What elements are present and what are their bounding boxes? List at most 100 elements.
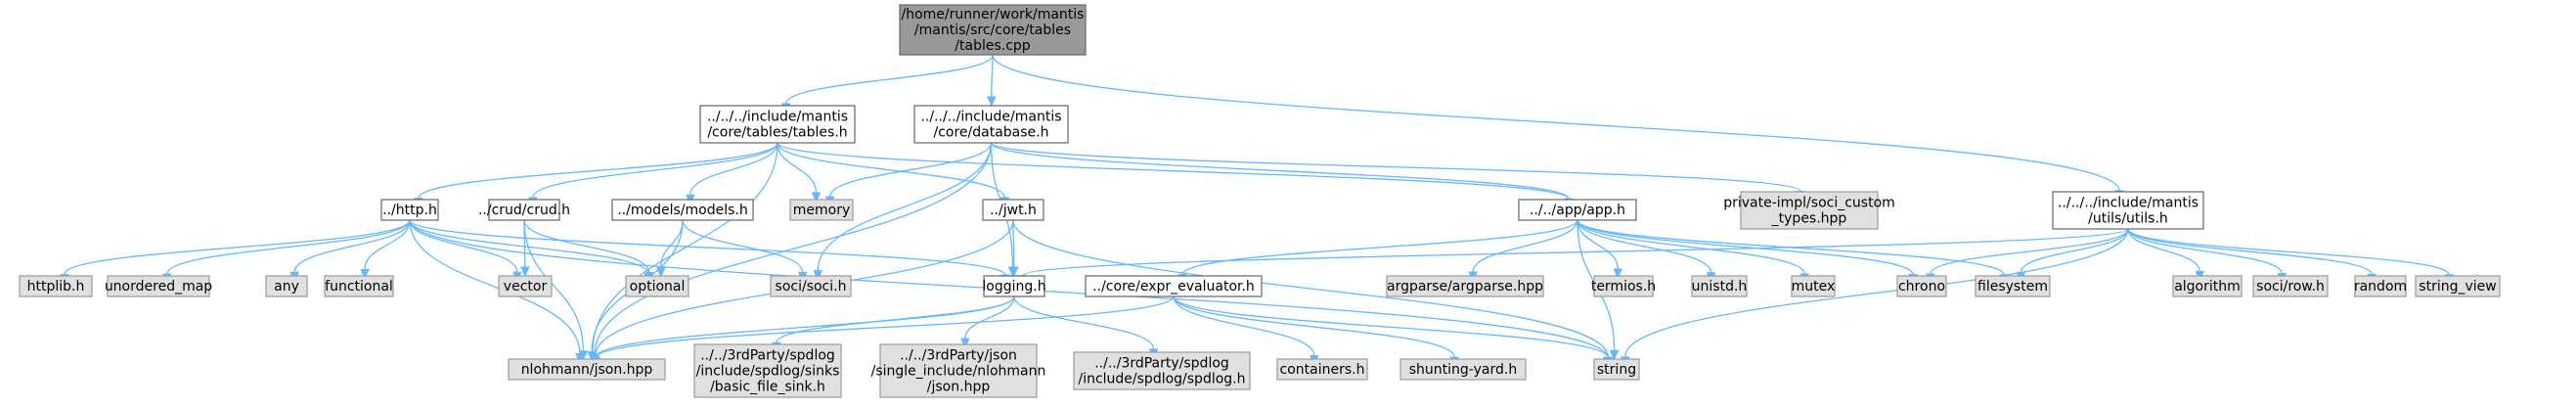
edge-line — [1173, 295, 1609, 358]
node-label: ../http.h — [382, 203, 437, 218]
node-box — [982, 199, 1044, 221]
node-label: logging.h — [982, 279, 1045, 295]
node-models-h[interactable]: ../models/models.h — [611, 199, 754, 221]
node-box — [1399, 358, 1527, 381]
node-http-h[interactable]: ../http.h — [380, 199, 439, 221]
edge-line — [777, 142, 1005, 199]
edge-arrowhead — [960, 338, 970, 349]
edge-line — [1577, 219, 1805, 275]
node-crud-h[interactable]: ../crud/crud.h — [478, 199, 570, 221]
node-label: vector — [504, 279, 548, 295]
node-box — [899, 4, 1087, 56]
edge-line — [1181, 219, 1578, 276]
edge-line — [1577, 219, 1914, 275]
node-vector: vector — [498, 275, 553, 297]
edge-logging_h-to-spdlog_sink — [772, 295, 1015, 353]
node-logging-h[interactable]: logging.h — [982, 275, 1046, 297]
node-label: /core/tables/tables.h — [707, 124, 847, 140]
node-label: ../../3rdParty/spdlog — [1094, 355, 1229, 371]
edge-http_h-to-httplib_h — [60, 219, 411, 285]
edge-arrowhead — [1009, 266, 1019, 278]
node-spdlog-sink: ../../3rdParty/spdlog/include/spdlog/sin… — [693, 343, 842, 398]
node-expr-eval-h[interactable]: ../core/expr_evaluator.h — [1085, 275, 1263, 297]
node-box — [508, 358, 666, 381]
node-nlohmann-json: nlohmann/json.hpp — [508, 358, 666, 381]
edge-database_h-to-soci_custom — [990, 142, 1805, 202]
node-utils-h[interactable]: ../../../include/mantis/utils/utils.h — [2052, 191, 2204, 230]
node-filesystem: filesystem — [1975, 275, 2051, 297]
node-label: string_view — [2419, 279, 2496, 295]
edge-tables_cpp-to-tables_h — [780, 54, 994, 114]
edge-line — [990, 142, 1570, 200]
edge-line — [2127, 228, 2450, 276]
edge-arrowhead — [1609, 349, 1620, 361]
node-box — [1518, 199, 1637, 221]
edge-arrowhead — [578, 350, 589, 362]
node-label: unistd.h — [1692, 279, 1748, 295]
edge-line — [532, 142, 778, 199]
edge-line — [592, 142, 778, 353]
edge-line — [418, 142, 778, 199]
node-label: termios.h — [1591, 279, 1656, 295]
edge-line — [992, 54, 2120, 191]
edge-http_h-to-nlohmann_json — [409, 219, 585, 364]
node-app-h[interactable]: ../../app/app.h — [1518, 199, 1637, 221]
edge-arrowhead — [1613, 268, 1623, 280]
edge-line — [293, 219, 411, 273]
edge-line — [1173, 295, 1455, 358]
node-label: ../../../include/mantis — [2058, 195, 2198, 210]
edge-tables_h-to-http_h — [414, 142, 778, 208]
node-box — [2415, 275, 2501, 297]
node-label: ../core/expr_evaluator.h — [1092, 279, 1255, 295]
edge-database_h-to-nlohmann_json — [590, 142, 993, 365]
edge-database_h-to-soci_h — [813, 142, 993, 281]
node-label: functional — [325, 279, 393, 295]
node-label: httplib.h — [27, 279, 85, 295]
edge-tables_cpp-to-utils_h — [992, 54, 2124, 202]
node-label: string — [1597, 362, 1636, 378]
node-tables-h[interactable]: ../../../include/mantis/core/tables/tabl… — [699, 105, 856, 144]
node-label: ../jwt.h — [990, 203, 1037, 218]
edge-tables_h-to-nlohmann_json — [588, 142, 778, 363]
node-label: memory — [793, 203, 851, 218]
node-label: /single_include/nlohmann — [871, 363, 1046, 379]
node-label: /tables.cpp — [955, 38, 1031, 54]
edge-line — [964, 295, 1015, 340]
node-unordered-map: unordered_map — [105, 275, 212, 297]
node-label: /json.hpp — [927, 379, 991, 394]
edge-line — [1930, 228, 2129, 275]
node-box — [1085, 275, 1263, 297]
node-box — [1791, 275, 1836, 297]
node-jwt-h[interactable]: ../jwt.h — [982, 199, 1044, 221]
edge-crud_h-to-optional — [523, 219, 654, 283]
edge-utils_h-to-chrono — [1926, 228, 2129, 285]
node-box — [107, 275, 210, 297]
edge-line — [595, 295, 1175, 359]
node-label: shunting-yard.h — [1409, 362, 1517, 378]
edge-arrowhead — [360, 268, 370, 280]
edge-line — [409, 219, 518, 273]
node-label: /utils/utils.h — [2088, 210, 2168, 226]
node-string-view: string_view — [2415, 275, 2501, 297]
node-database-h[interactable]: ../../../include/mantis/core/database.h — [913, 105, 1069, 144]
node-box — [1691, 275, 1748, 297]
edge-line — [817, 142, 993, 271]
edge-http_h-to-unordered_map — [162, 219, 411, 285]
node-box — [380, 199, 439, 221]
edge-line — [828, 142, 993, 198]
node-termios-h: termios.h — [1591, 275, 1656, 297]
node-label: /include/spdlog/sinks — [696, 363, 840, 379]
node-box — [625, 275, 689, 297]
edge-tables_h-to-app_h — [777, 142, 1574, 209]
node-chrono: chrono — [1896, 275, 1947, 297]
edge-line — [777, 142, 818, 193]
edge-line — [595, 295, 1015, 358]
node-label: /include/spdlog/spdlog.h — [1078, 371, 1245, 386]
edge-jwt_h-to-logging_h — [1009, 219, 1019, 278]
node-box — [488, 199, 560, 221]
node-tables-cpp[interactable]: /home/runner/work/mantis/mantis/src/core… — [899, 4, 1087, 56]
edge-arrowhead — [520, 266, 530, 278]
node-label: ../../app/app.h — [1530, 203, 1625, 218]
edge-line — [682, 219, 804, 273]
